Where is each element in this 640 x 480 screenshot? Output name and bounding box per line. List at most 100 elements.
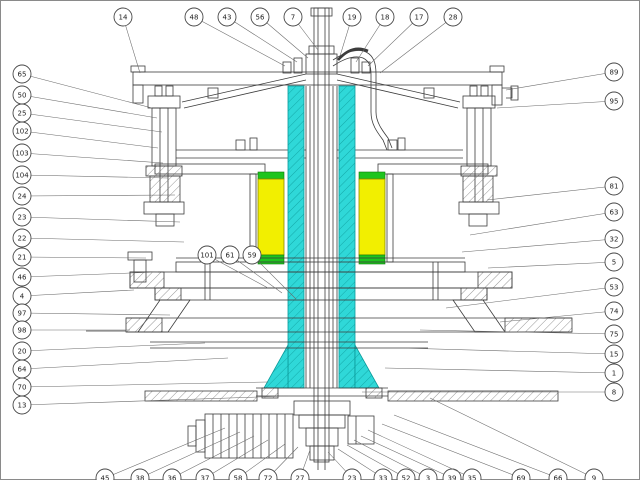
callout-balloon-19 (342, 7, 362, 27)
callout-leader-46 (21, 271, 159, 278)
callout-23: 23 (12, 207, 181, 227)
callout-balloon-95 (604, 91, 624, 111)
callout-number: 35 (468, 475, 477, 480)
callout-number: 72 (264, 475, 273, 480)
callout-number: 61 (226, 252, 235, 260)
callout-45: 45 (95, 427, 226, 480)
callout-number: 75 (610, 331, 619, 339)
callout-number: 33 (379, 475, 388, 480)
top-frame-beam (130, 65, 519, 106)
callout-number: 98 (18, 327, 27, 335)
callout-28: 28 (379, 7, 463, 74)
callout-35: 35 (367, 429, 482, 480)
frame-legs (127, 251, 506, 333)
callout-number: 28 (449, 14, 458, 22)
callout-98: 98 (12, 320, 130, 340)
callout-number: 25 (18, 110, 27, 118)
callout-number: 24 (18, 193, 27, 201)
callout-number: 103 (15, 150, 28, 158)
callout-leader-103 (21, 152, 164, 164)
callout-number: 69 (517, 475, 526, 480)
callout-33: 33 (337, 448, 393, 480)
callout-leader-63 (469, 211, 615, 236)
callout-72: 72 (258, 446, 299, 480)
callout-number: 5 (612, 259, 616, 267)
disc-stack-right-highlight (358, 171, 386, 265)
callout-number: 50 (18, 92, 27, 100)
callout-leader-89 (505, 71, 615, 91)
callout-leader-66 (393, 414, 559, 479)
callout-balloon-9 (584, 468, 604, 480)
callout-leader-22 (21, 237, 185, 243)
callout-leader-64 (21, 357, 229, 370)
callout-48: 48 (184, 7, 286, 67)
callout-leader-17 (367, 16, 420, 67)
callout-leader-65 (21, 73, 153, 109)
callout-number: 53 (610, 284, 619, 292)
callout-leader-9 (429, 397, 595, 479)
deck-plates (154, 137, 489, 175)
callout-number: 81 (610, 183, 619, 191)
callout-number: 14 (119, 14, 128, 22)
callout-number: 4 (20, 293, 25, 301)
callout-leader-3 (353, 439, 429, 479)
callout-leader-15 (399, 347, 615, 355)
callout-balloon-22 (12, 228, 32, 248)
callout-number: 43 (223, 14, 232, 22)
callout-leader-38 (139, 431, 241, 479)
callout-balloon-104 (12, 165, 32, 185)
callout-balloon-65 (12, 64, 32, 84)
drive-gear-housing (187, 400, 375, 470)
spindle-sleeve-highlight (263, 85, 380, 389)
callout-leader-23 (21, 216, 181, 223)
callout-balloon-17 (409, 7, 429, 27)
callout-number: 36 (168, 475, 177, 480)
callout-leader-25 (21, 112, 163, 133)
cover-tie-rods (181, 73, 461, 109)
callout-66: 66 (393, 414, 568, 480)
callout-balloon-102 (12, 121, 32, 141)
callout-leader-50 (21, 94, 158, 119)
callout-number: 63 (610, 209, 619, 217)
callout-number: 19 (348, 14, 357, 22)
callout-number: 39 (448, 475, 457, 480)
callout-3: 3 (353, 439, 438, 480)
callout-27: 27 (290, 449, 311, 480)
disc-stack-left-highlight (257, 171, 285, 265)
callout-balloon-33 (373, 468, 393, 480)
callout-balloon-28 (443, 7, 463, 27)
callout-23: 23 (327, 451, 362, 480)
callout-balloon-1 (604, 363, 624, 383)
callout-balloon-72 (258, 468, 278, 480)
callout-102: 102 (12, 121, 159, 149)
callout-number: 104 (15, 172, 29, 180)
callout-leader-35 (367, 429, 473, 479)
callout-number: 7 (291, 14, 295, 22)
callout-balloon-56 (250, 7, 270, 27)
callout-number: 23 (348, 475, 357, 480)
callout-97: 97 (12, 303, 171, 323)
callout-number: 58 (234, 475, 243, 480)
callout-leader-43 (226, 16, 298, 63)
callout-balloon-53 (604, 277, 624, 297)
callout-leader-48 (193, 16, 286, 67)
callout-number: 1 (612, 370, 616, 378)
callout-number: 18 (381, 14, 390, 22)
callout-balloon-81 (604, 176, 624, 196)
callout-4: 4 (12, 286, 135, 306)
callout-number: 32 (610, 236, 619, 244)
callout-balloon-69 (511, 468, 531, 480)
callout-balloon-14 (113, 7, 133, 27)
right-jack-assembly (458, 85, 500, 227)
callout-leader-20 (21, 342, 206, 352)
callout-56: 56 (250, 7, 309, 59)
left-jack-assembly (143, 85, 185, 227)
callout-leader-53 (445, 286, 615, 309)
callout-number: 22 (18, 235, 27, 243)
callout-leader-61 (229, 254, 283, 294)
callout-65: 65 (12, 64, 153, 109)
callout-balloon-74 (604, 301, 624, 321)
callout-number: 66 (554, 475, 563, 480)
